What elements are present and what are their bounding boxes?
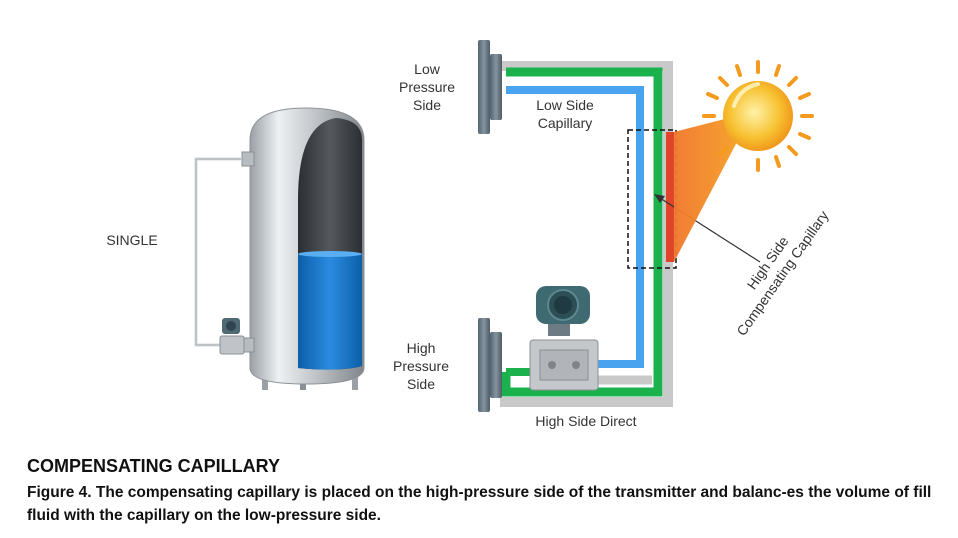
- high-pressure-side-label: High Pressure Side: [392, 340, 450, 392]
- tank-impulse-line: [194, 157, 242, 347]
- low-side-capillary-label: Low Side Capillary: [536, 97, 594, 131]
- tank-transmitter: [219, 318, 245, 355]
- low-pressure-flange: [478, 40, 502, 134]
- capillary-system: [500, 61, 674, 407]
- pressure-transmitter: [529, 286, 599, 391]
- sun-icon: [674, 60, 814, 262]
- high-side-direct-label: High Side Direct: [535, 413, 637, 429]
- caption-body: Figure 4. The compensating capillary is …: [27, 484, 932, 524]
- caption-title: COMPENSATING CAPILLARY: [27, 456, 280, 476]
- high-pressure-flange: [478, 318, 502, 412]
- compensating-capillary-segment: [666, 132, 674, 262]
- single-label: SINGLE: [106, 232, 158, 248]
- low-pressure-side-label: Low Pressure Side: [398, 61, 456, 113]
- vessel-tank: [241, 107, 365, 390]
